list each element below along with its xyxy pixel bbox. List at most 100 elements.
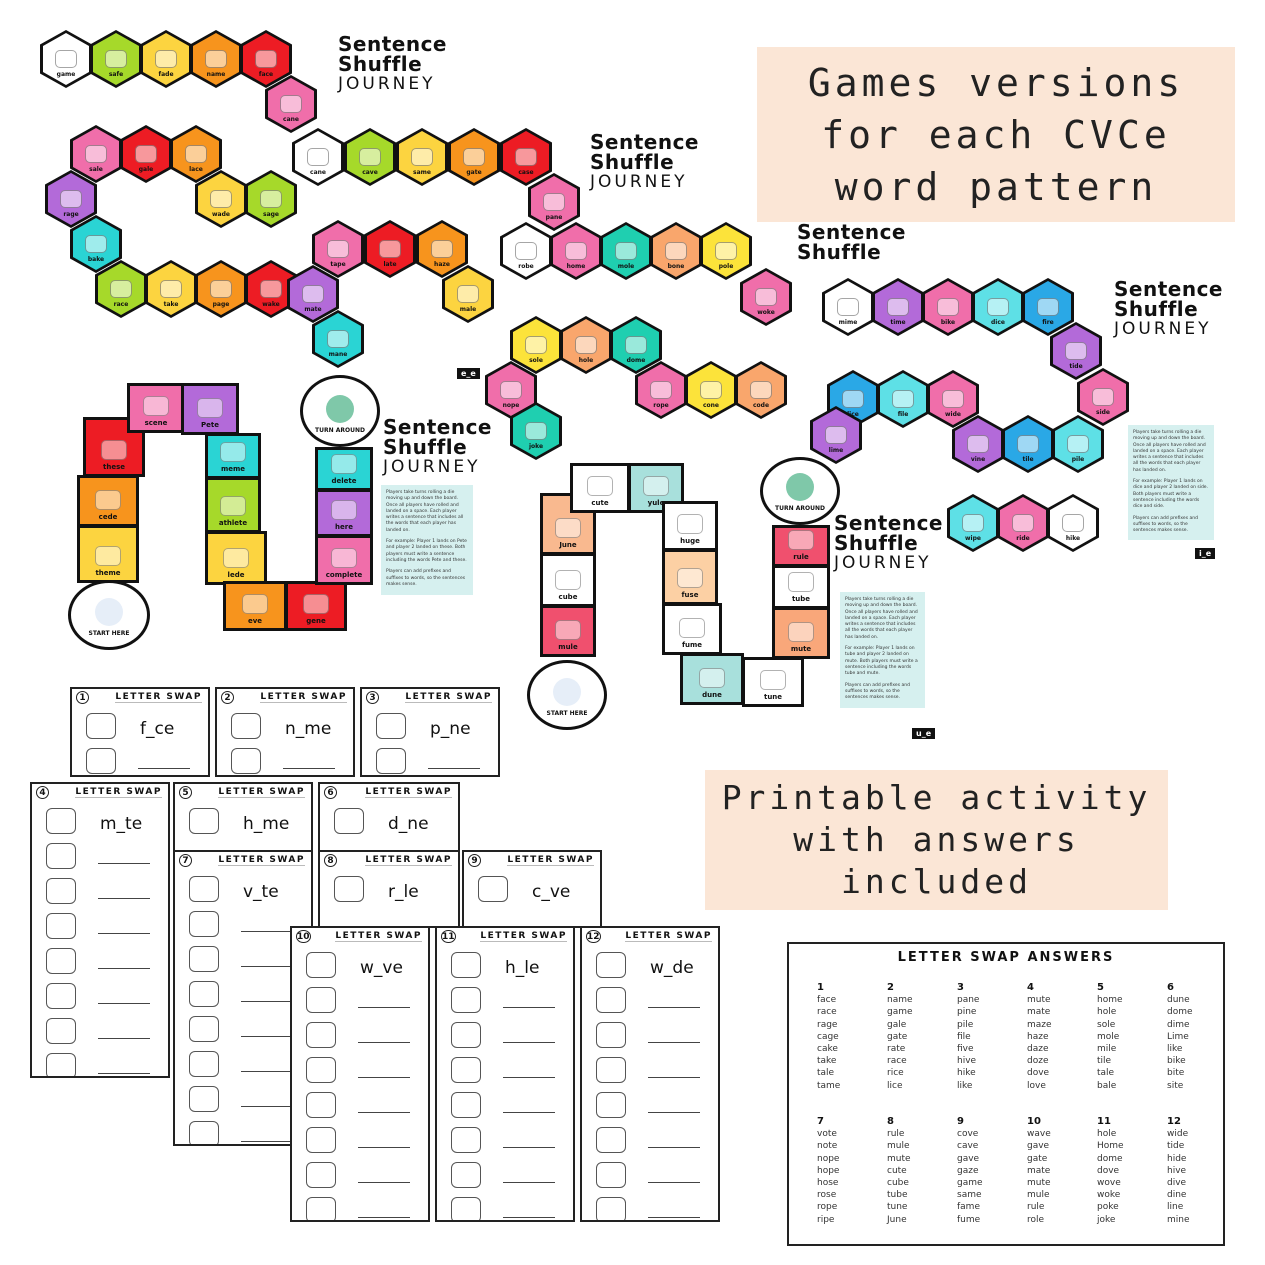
card-header: LETTER SWAP [335,931,422,942]
answer-line[interactable] [648,1147,700,1148]
game-title: Sentence Shuffle JOURNEY [383,417,492,476]
instruction-text: Players can add prefixes and suffixes to… [1133,515,1198,534]
answer-line[interactable] [648,1112,700,1113]
board-space: tune [742,657,804,707]
picture-icon [1017,435,1039,453]
answer-line[interactable] [648,1007,700,1008]
picture-icon [189,1016,219,1042]
answer-line[interactable] [358,1007,410,1008]
answer-line[interactable] [503,1147,555,1148]
answer-line[interactable] [358,1182,410,1183]
picture-icon [376,713,406,739]
space-word: name [206,71,226,78]
space-word: bone [667,263,685,270]
board-space: dome [610,316,662,374]
instruction-text: Players take turns rolling a die moving … [386,490,464,533]
answer-line[interactable] [241,931,293,932]
picture-icon [95,490,121,510]
space-word: scene [144,419,168,427]
picture-icon [306,1022,336,1048]
space-word: rage [63,211,79,218]
answer-line[interactable] [241,1001,293,1002]
picture-icon [587,476,613,496]
picture-icon [46,1053,76,1076]
answer-line[interactable] [503,1217,555,1218]
answer-word: nope [817,1153,840,1164]
board-space: fume [662,603,722,655]
picture-icon [596,1127,626,1153]
picture-icon [143,396,169,416]
answer-word: tune [887,1202,908,1213]
answer-word: pine [957,1007,977,1018]
space-word: dome [626,357,646,364]
answer-line[interactable] [648,1217,700,1218]
answer-word: mute [887,1153,911,1164]
answer-line[interactable] [358,1077,410,1078]
board-space: hike [1047,494,1099,552]
answer-line[interactable] [503,1077,555,1078]
answer-line[interactable] [98,1003,150,1004]
answer-line[interactable] [358,1112,410,1113]
space-word: wipe [965,535,981,542]
answer-word: fume [957,1214,981,1225]
answer-word: haze [1027,1031,1049,1042]
picture-icon [1012,514,1034,532]
answer-line[interactable] [358,1147,410,1148]
missing-letter-word: v_te [243,882,279,902]
answer-line[interactable] [503,1007,555,1008]
answer-line[interactable] [503,1112,555,1113]
answer-line[interactable] [241,1071,293,1072]
instruction-text: For example: Player 1 lands on Pete and … [386,539,467,563]
board-space: mute [772,607,830,659]
answer-line[interactable] [283,768,335,769]
answer-line[interactable] [648,1042,700,1043]
missing-letter-word: n_me [285,719,332,739]
answer-line[interactable] [241,1141,293,1142]
space-fill: haze [419,223,465,275]
board-space: delete [315,447,373,491]
answer-line[interactable] [241,966,293,967]
answer-group-number: 3 [957,982,964,993]
answer-word: note [817,1141,838,1152]
answer-line[interactable] [358,1042,410,1043]
picture-icon [46,983,76,1009]
board-space: bone [650,222,702,280]
answer-line[interactable] [428,768,480,769]
picture-icon [306,1197,336,1220]
title-line: Shuffle [590,150,675,174]
answer-word: file [957,1031,971,1042]
picture-icon [189,946,219,972]
picture-icon [596,1057,626,1083]
answer-line[interactable] [98,863,150,864]
answer-line[interactable] [648,1077,700,1078]
answer-line[interactable] [98,968,150,969]
answer-line[interactable] [503,1042,555,1043]
picture-icon [220,442,246,462]
space-fill: gate [451,131,497,183]
picture-icon [525,336,547,354]
answer-line[interactable] [503,1182,555,1183]
picture-icon [223,548,249,568]
answer-line[interactable] [98,898,150,899]
answer-line[interactable] [241,1036,293,1037]
answer-line[interactable] [98,1073,150,1074]
answer-line[interactable] [648,1182,700,1183]
answer-line[interactable] [241,1106,293,1107]
space-word: complete [325,571,363,579]
picture-icon [334,876,364,902]
answer-group-number: 4 [1027,982,1034,993]
picture-icon [555,620,581,640]
answer-line[interactable] [138,768,190,769]
space-word: mole [617,263,635,270]
space-word: sale [89,166,103,173]
answer-line[interactable] [98,1038,150,1039]
answer-line[interactable] [358,1217,410,1218]
space-fill: bone [653,225,699,277]
space-fill: safe [93,33,139,85]
answer-word: wide [1167,1129,1189,1140]
answer-line[interactable] [98,933,150,934]
answer-word: pane [957,995,980,1006]
answer-word: race [817,1007,837,1018]
